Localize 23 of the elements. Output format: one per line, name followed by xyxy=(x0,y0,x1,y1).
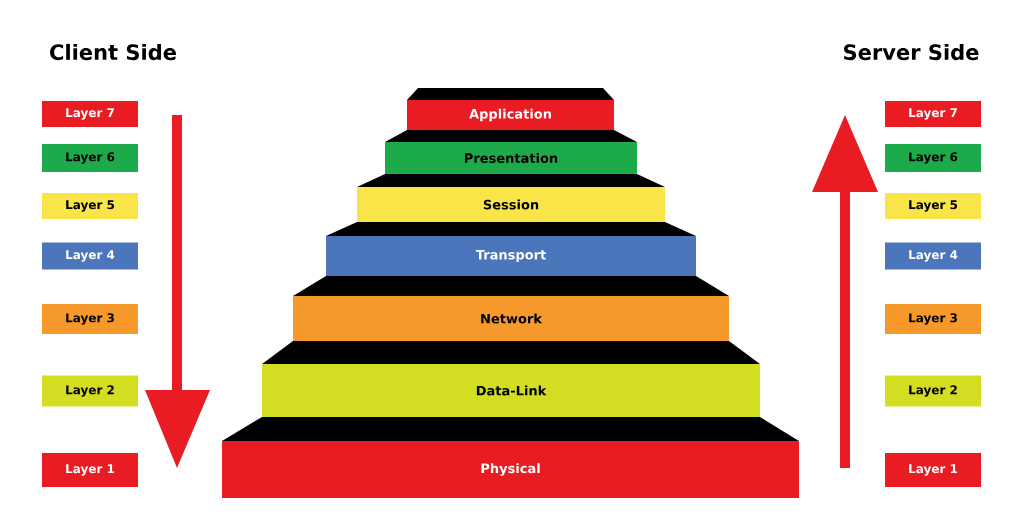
layer-box: Layer 6 xyxy=(885,144,981,172)
stair-step: Transport xyxy=(326,222,696,276)
stair-step: Physical xyxy=(222,417,799,498)
layer-box: Layer 5 xyxy=(42,193,138,219)
layer-box: Layer 3 xyxy=(42,304,138,334)
layer-box: Layer 1 xyxy=(42,453,138,487)
layer-box: Layer 1 xyxy=(885,453,981,487)
layer-box: Layer 3 xyxy=(885,304,981,334)
stair-step: Session xyxy=(357,174,665,222)
layer-box: Layer 6 xyxy=(42,144,138,172)
layer-box: Layer 2 xyxy=(885,375,981,407)
stair-step: Presentation xyxy=(385,130,637,174)
layer-box: Layer 2 xyxy=(42,375,138,407)
stair-step: Data-Link xyxy=(262,341,760,417)
side-heading: Client Side xyxy=(50,43,176,61)
layer-box: Layer 4 xyxy=(885,242,981,270)
side-heading: Server Side xyxy=(844,43,979,61)
stair-step: Network xyxy=(293,276,729,341)
layer-box: Layer 5 xyxy=(885,193,981,219)
layer-box: Layer 7 xyxy=(885,101,981,127)
layer-box: Layer 4 xyxy=(42,242,138,270)
layer-box: Layer 7 xyxy=(42,101,138,127)
stair-step: Application xyxy=(407,88,614,130)
